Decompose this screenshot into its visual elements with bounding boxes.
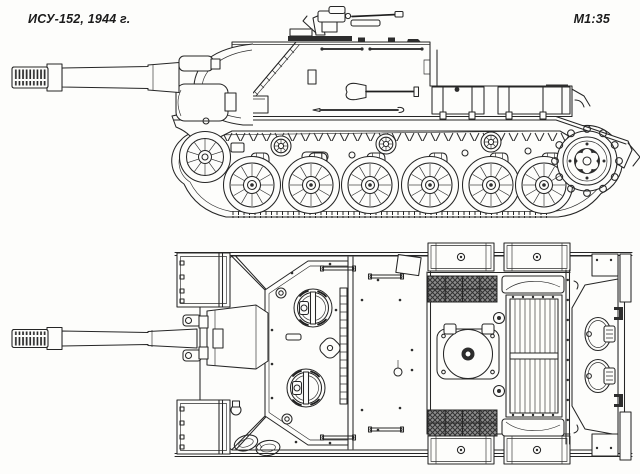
mud-flaps [620,254,631,460]
gun-barrel-side [12,63,179,93]
fuel-tanks-side [432,84,570,120]
drawing-title: ИСУ-152, 1944 г. [28,12,131,26]
crew-hatch [286,368,326,408]
road-wheel [461,155,521,215]
road-wheel [281,155,341,215]
radiator-grille [506,295,562,417]
running-gear [178,126,623,215]
rear-deck [566,254,631,460]
side-view [12,7,640,218]
travel-lock [199,305,268,369]
mesh-grille [428,410,497,436]
travel-lock-clamp [213,329,223,348]
return-roller [375,133,397,155]
tow-cable [232,432,281,457]
crowbar [313,107,404,112]
shovel [346,83,418,99]
muzzle-brake-top [12,330,48,348]
roof-handrails [320,47,424,51]
barrel-collar [47,64,62,91]
road-wheel [222,155,282,215]
mid-deck [360,255,431,434]
air-intake-hood [502,276,564,293]
gun-mantlet-side [176,44,253,125]
filler-cap [494,313,505,324]
ventilator-cover [317,335,342,360]
road-wheel [400,155,460,215]
return-roller [270,135,292,157]
rear-clamp [614,307,623,320]
drive-sprocket [552,126,623,197]
road-wheel [340,155,400,215]
rear-clamp [614,394,623,407]
air-intake-hood [502,419,564,436]
gun-barrel-top [12,328,223,350]
pistol-port [286,334,301,340]
periscope [276,288,292,424]
engine-deck [428,273,570,437]
filler-cap [494,386,505,397]
idler-wheel [178,130,232,184]
crew-hatch [293,288,333,328]
muzzle-brake-side [12,67,48,88]
front-fender-boxes [177,253,230,454]
engine-hatch [437,324,499,379]
dshk-mg [288,7,403,41]
top-view [12,242,632,465]
drawing-scale: М1:35 [573,12,610,26]
casemate-roof [265,257,405,449]
mesh-grille [428,276,497,302]
return-roller [480,131,502,153]
ammo-rail [340,288,347,404]
